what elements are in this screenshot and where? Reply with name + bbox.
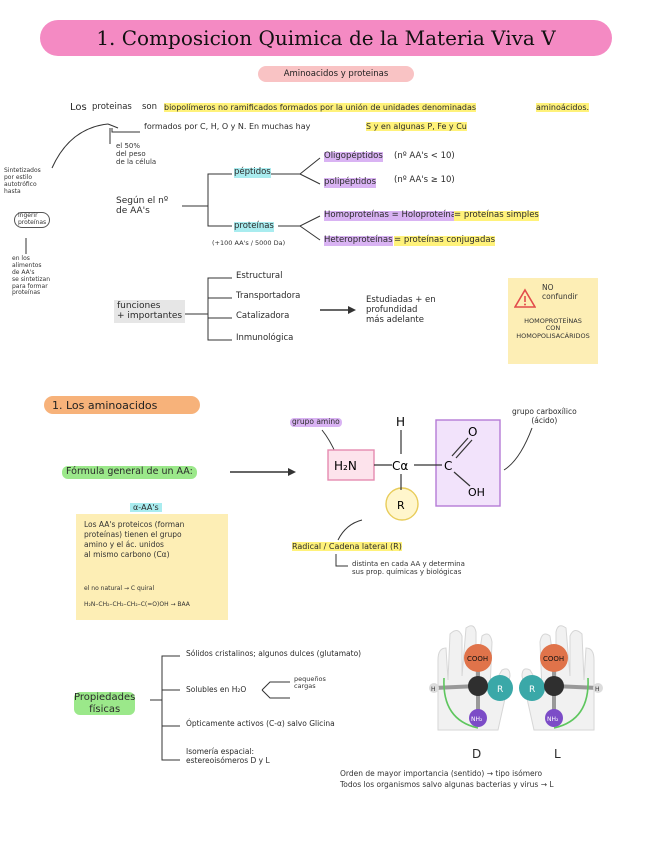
propiedad-solubles-sub: pequeños cargas: [294, 675, 326, 691]
intro-peso-seco: el 50% del peso de la célula: [116, 142, 157, 167]
molecule-d: COOH R H NH₂: [429, 644, 513, 727]
warning-texto: HOMOPROTEÍNAS CON HOMOPOLISACÁRIDOS: [516, 317, 590, 340]
intro-son: son: [142, 102, 158, 112]
atom-ca: Cα: [392, 459, 408, 473]
left-note-1: Sintetizados por estilo autotrófico hast…: [4, 167, 41, 195]
d-nh2: NH₂: [471, 716, 483, 723]
l-cooh: COOH: [543, 655, 564, 663]
radical-label: Radical / Cadena lateral (R): [292, 542, 402, 552]
funcion-item: Estructural: [236, 271, 283, 281]
segun-label: Según el nº de AA's: [116, 196, 169, 217]
homoproteinas-label: Homoproteínas = Holoproteínas: [324, 210, 461, 221]
intro-formados-por: formados por C, H, O y N. En muchas hay: [144, 122, 311, 131]
peptidos-label: péptidos: [234, 167, 271, 178]
warning-no-confundir: NO confundir: [542, 283, 578, 301]
atom-h: H: [396, 415, 405, 429]
formula-label: Fórmula general de un AA:: [62, 466, 197, 479]
intro-biopolimeros: biopolímeros no ramificados formados por…: [164, 103, 477, 113]
alpha-aa-box: Los AA's proteicos (forman proteínas) ti…: [76, 514, 228, 620]
d-h: H: [431, 686, 436, 693]
label-d: D: [472, 747, 482, 761]
atom-oh: OH: [468, 486, 485, 499]
molecule-l: COOH R H NH₂: [519, 644, 603, 727]
aminoacid-structure: H H₂N Cα C O OH R: [327, 415, 501, 521]
left-note-2: ingerir proteínas: [14, 212, 51, 228]
intro-proteinas: proteinas: [92, 102, 132, 112]
atom-r: R: [397, 499, 405, 512]
atom-h2n: H₂N: [334, 459, 357, 473]
title-bar: 1. Composicion Quimica de la Materia Viv…: [40, 20, 612, 56]
grupo-carboxilico-label: grupo carboxílico (ácido): [512, 407, 577, 425]
oligopeptidos-note: (nº AA's < 10): [394, 151, 455, 161]
l-h: H: [595, 686, 600, 693]
d-cooh: COOH: [467, 655, 488, 663]
propiedad-item: Solubles en H₂O: [186, 685, 247, 694]
oligopeptidos-label: Oligopéptidos: [324, 151, 383, 162]
propiedad-item: Sólidos cristalinos; algunos dulces (glu…: [186, 649, 362, 658]
funciones-label: funciones + importantes: [114, 300, 186, 323]
proteinas-note: (+100 AA's / 5000 Da): [212, 239, 286, 247]
intro-los: Los: [70, 102, 87, 113]
warning-icon: [514, 288, 536, 308]
proteinas-label: proteínas: [234, 221, 274, 232]
stereoisomer-illustration: COOH R H NH₂ COOH R H NH₂: [429, 625, 603, 731]
funcion-item: Transportadora: [236, 291, 301, 301]
alpha-aa-title: α-AA's: [130, 503, 162, 513]
propiedad-item: Ópticamente activos (C-α) salvo Glicina: [186, 719, 335, 728]
warning-box: NO confundir HOMOPROTEÍNAS CON HOMOPOLIS…: [508, 278, 598, 364]
page-title: 1. Composicion Quimica de la Materia Viv…: [96, 26, 556, 50]
propiedades-label: Propiedades físicas: [74, 692, 136, 715]
d-r: R: [497, 685, 503, 695]
left-note-3: en los alimentos de AA's se sintetizan p…: [12, 255, 51, 297]
polipeptidos-note: (nº AA's ≥ 10): [394, 175, 455, 185]
polipeptidos-label: polipéptidos: [324, 177, 377, 188]
section-heading-aminoacidos: 1. Los aminoacidos: [44, 396, 200, 414]
funcion-item: Inmunológica: [236, 333, 294, 343]
propiedad-item: Isomería espacial: estereoisómeros D y L: [186, 747, 270, 765]
funciones-nota: Estudiadas + en profundidad más adelante: [366, 295, 436, 325]
radical-note: distinta en cada AA y determina sus prop…: [352, 560, 465, 577]
funcion-item: Catalizadora: [236, 311, 290, 321]
intro-elementos: S y en algunas P, Fe y Cu: [366, 122, 467, 132]
atom-c: C: [444, 459, 452, 473]
l-nh2: NH₂: [547, 716, 559, 723]
grupo-amino-label: grupo amino: [290, 417, 342, 427]
orden-note: Orden de mayor importancia (sentido) → t…: [340, 769, 554, 790]
atom-o: O: [468, 425, 477, 439]
proteinas-simples-label: = proteínas simples: [454, 210, 539, 221]
alpha-aa-text: Los AA's proteicos (forman proteínas) ti…: [84, 520, 185, 560]
label-l: L: [554, 747, 561, 761]
proteinas-conjugadas-label: = proteínas conjugadas: [394, 235, 496, 246]
alpha-aa-pie2: H₂N–CH₂–CH₂–CH₂–C(=O)OH → BAA: [84, 601, 190, 608]
alpha-aa-pie1: el no natural → C quiral: [84, 585, 155, 592]
l-r: R: [529, 685, 535, 695]
heteroproteinas-label: Heteroproteínas: [324, 235, 393, 246]
subtitle: Aminoacidos y proteinas: [258, 66, 414, 82]
intro-aminoacidos: aminoácidos.: [536, 103, 590, 113]
